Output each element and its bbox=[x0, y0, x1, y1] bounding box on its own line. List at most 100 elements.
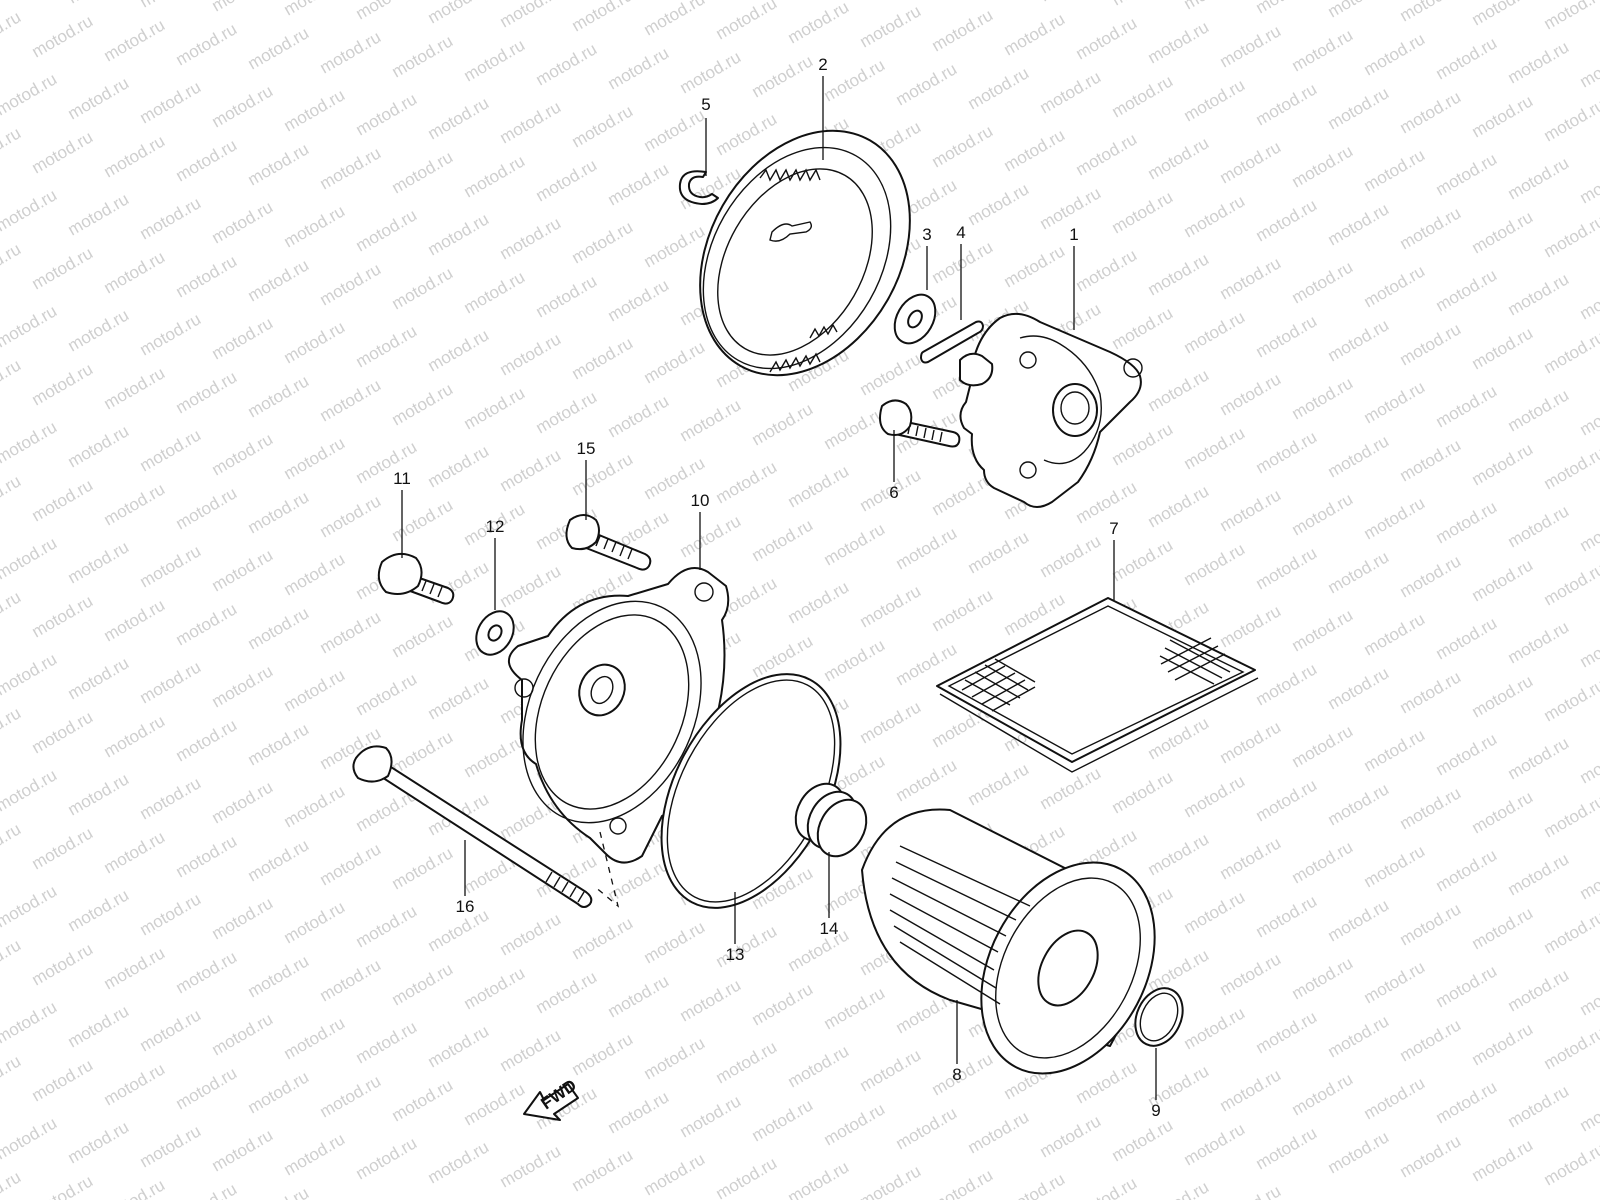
watermark-text: motod.ru bbox=[713, 0, 781, 43]
watermark-text: motod.ru bbox=[497, 213, 565, 263]
watermark-text: motod.ru bbox=[1037, 1111, 1105, 1161]
watermark-text: motod.ru bbox=[641, 1033, 709, 1083]
watermark-text: motod.ru bbox=[317, 375, 385, 425]
watermark-text: motod.ru bbox=[857, 1161, 925, 1200]
watermark-text: motod.ru bbox=[137, 0, 205, 11]
watermark-text: motod.ru bbox=[1325, 895, 1393, 945]
watermark-text: motod.ru bbox=[65, 0, 133, 7]
watermark-text: motod.ru bbox=[785, 577, 853, 627]
watermark-text: motod.ru bbox=[1073, 245, 1141, 295]
watermark-text: motod.ru bbox=[137, 77, 205, 127]
callout-2: 2 bbox=[818, 55, 827, 74]
watermark-text: motod.ru bbox=[1181, 1003, 1249, 1053]
watermark-text: motod.ru bbox=[1073, 1057, 1141, 1107]
watermark-text: motod.ru bbox=[29, 127, 97, 177]
watermark-text: motod.ru bbox=[497, 1025, 565, 1075]
watermark-text: motod.ru bbox=[1469, 323, 1537, 373]
watermark-text: motod.ru bbox=[497, 97, 565, 147]
watermark-text: motod.ru bbox=[245, 835, 313, 885]
watermark-text: motod.ru bbox=[1289, 721, 1357, 771]
watermark-text: motod.ru bbox=[281, 1129, 349, 1179]
watermark-text: motod.ru bbox=[713, 457, 781, 507]
watermark-text: motod.ru bbox=[65, 769, 133, 819]
watermark-text: motod.ru bbox=[281, 665, 349, 715]
watermark-text: motod.ru bbox=[1361, 261, 1429, 311]
watermark-text: motod.ru bbox=[0, 765, 60, 815]
watermark-text: motod.ru bbox=[857, 1, 925, 51]
watermark-text: motod.ru bbox=[641, 917, 709, 967]
watermark-text: motod.ru bbox=[389, 1075, 457, 1125]
watermark-text: motod.ru bbox=[173, 483, 241, 533]
watermark-text: motod.ru bbox=[1253, 891, 1321, 941]
watermark-text: motod.ru bbox=[929, 237, 997, 287]
watermark-text: motod.ru bbox=[965, 0, 1033, 1]
watermark-text: motod.ru bbox=[389, 263, 457, 313]
watermark-text: motod.ru bbox=[209, 1009, 277, 1059]
watermark-text: motod.ru bbox=[101, 131, 169, 181]
watermark-text: motod.ru bbox=[425, 0, 493, 27]
watermark-text: motod.ru bbox=[1289, 25, 1357, 75]
watermark-text: motod.ru bbox=[209, 197, 277, 247]
watermark-text: motod.ru bbox=[1325, 199, 1393, 249]
watermark-text: motod.ru bbox=[569, 333, 637, 383]
part-6-bolt bbox=[879, 399, 961, 448]
watermark-text: motod.ru bbox=[1577, 853, 1600, 903]
watermark-text: motod.ru bbox=[1181, 1119, 1249, 1169]
watermark-text: motod.ru bbox=[1505, 153, 1573, 203]
watermark-text: motod.ru bbox=[1181, 771, 1249, 821]
watermark-text: motod.ru bbox=[0, 587, 24, 637]
watermark-text: motod.ru bbox=[209, 893, 277, 943]
watermark-text: motod.ru bbox=[929, 1165, 997, 1200]
part-7-oil-strainer bbox=[936, 597, 1259, 773]
watermark-text: motod.ru bbox=[1145, 945, 1213, 995]
watermark-text: motod.ru bbox=[317, 607, 385, 657]
watermark-text: motod.ru bbox=[1397, 1131, 1465, 1181]
watermark-text: motod.ru bbox=[1361, 1073, 1429, 1123]
watermark-text: motod.ru bbox=[0, 819, 24, 869]
watermark-text: motod.ru bbox=[0, 935, 24, 985]
watermark-text: motod.ru bbox=[245, 1067, 313, 1117]
watermark-text: motod.ru bbox=[0, 417, 60, 467]
watermark-text: motod.ru bbox=[1109, 187, 1177, 237]
watermark-text: motod.ru bbox=[461, 731, 529, 781]
watermark-text: motod.ru bbox=[821, 1099, 889, 1149]
watermark-text: motod.ru bbox=[1109, 767, 1177, 817]
watermark-text: motod.ru bbox=[1577, 389, 1600, 439]
watermark-text: motod.ru bbox=[245, 487, 313, 537]
watermark-text: motod.ru bbox=[317, 259, 385, 309]
watermark-text: motod.ru bbox=[137, 773, 205, 823]
watermark-text: motod.ru bbox=[1037, 67, 1105, 117]
watermark-text: motod.ru bbox=[461, 151, 529, 201]
watermark-text: motod.ru bbox=[1109, 419, 1177, 469]
watermark-text: motod.ru bbox=[353, 321, 421, 371]
watermark-text: motod.ru bbox=[1469, 439, 1537, 489]
watermark-text: motod.ru bbox=[101, 479, 169, 529]
watermark-text: motod.ru bbox=[1109, 1115, 1177, 1165]
watermark-text: motod.ru bbox=[605, 391, 673, 441]
callout-8: 8 bbox=[952, 1065, 961, 1084]
watermark-text: motod.ru bbox=[173, 831, 241, 881]
watermark-text: motod.ru bbox=[209, 313, 277, 363]
callout-1: 1 bbox=[1069, 225, 1078, 244]
callout-6: 6 bbox=[889, 483, 898, 502]
watermark-text: motod.ru bbox=[965, 527, 1033, 577]
watermark-text: motod.ru bbox=[281, 549, 349, 599]
watermark-text: motod.ru bbox=[965, 1107, 1033, 1157]
watermark-text: motod.ru bbox=[1541, 559, 1600, 609]
watermark-text: motod.ru bbox=[353, 901, 421, 951]
watermark-text: motod.ru bbox=[605, 1087, 673, 1137]
watermark-text: motod.ru bbox=[65, 73, 133, 123]
watermark-text: motod.ru bbox=[1217, 717, 1285, 767]
watermark-text: motod.ru bbox=[1397, 435, 1465, 485]
watermark-text: motod.ru bbox=[1541, 211, 1600, 261]
watermark-text: motod.ru bbox=[173, 251, 241, 301]
watermark-text: motod.ru bbox=[785, 0, 853, 47]
watermark-text: motod.ru bbox=[1541, 907, 1600, 957]
watermark-text: motod.ru bbox=[1181, 307, 1249, 357]
watermark-text: motod.ru bbox=[1433, 497, 1501, 547]
watermark-text: motod.ru bbox=[1073, 477, 1141, 527]
part-9-o-ring bbox=[1134, 987, 1184, 1047]
watermark-text: motod.ru bbox=[245, 719, 313, 769]
watermark-text: motod.ru bbox=[29, 591, 97, 641]
watermark-text: motod.ru bbox=[0, 123, 24, 173]
